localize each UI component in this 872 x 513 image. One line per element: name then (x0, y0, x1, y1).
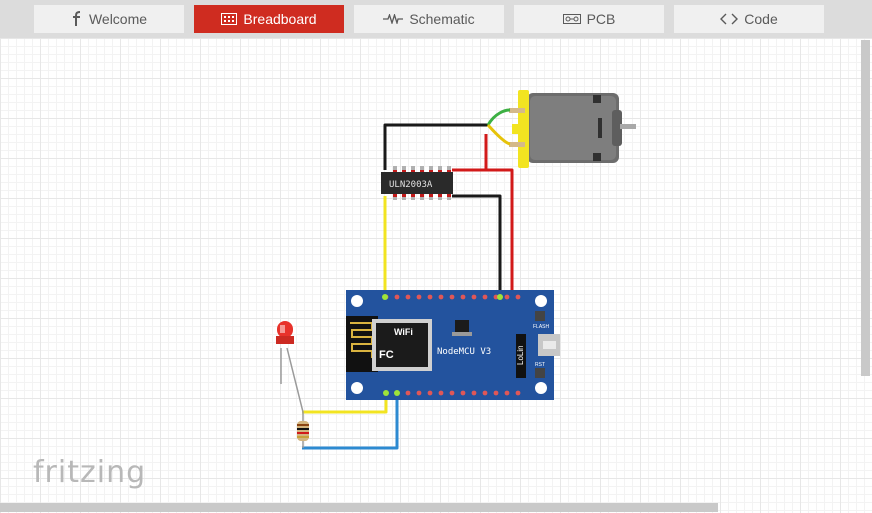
dc-motor[interactable] (509, 90, 636, 168)
flash-label: FLASH (533, 324, 550, 330)
breadboard-icon (221, 13, 238, 25)
tab-label: PCB (586, 11, 616, 27)
lolin-label: LoLin (516, 345, 525, 365)
vertical-scrollbar[interactable] (861, 40, 870, 376)
fcc-mark: FC (379, 349, 394, 361)
ic-label: ULN2003A (389, 180, 433, 190)
flash-button[interactable] (535, 311, 545, 321)
rst-button[interactable] (535, 368, 545, 378)
mcu-label: NodeMCU V3 (437, 347, 491, 357)
tab-welcome[interactable]: Welcome (34, 5, 184, 33)
resistor[interactable] (297, 412, 309, 448)
tab-pcb[interactable]: PCB (514, 5, 664, 33)
tab-label: Breadboard (243, 11, 317, 27)
fritzing-logo: fritzing (33, 455, 147, 490)
tab-breadboard[interactable]: Breadboard (194, 5, 344, 33)
code-icon (720, 13, 739, 25)
tab-label: Code (744, 11, 778, 27)
tab-code[interactable]: Code (674, 5, 824, 33)
breadboard-canvas[interactable] (0, 38, 872, 513)
schematic-icon (383, 14, 404, 24)
nodemcu-board[interactable]: WiFi FC NodeMCU V3 LoLin FLASH RST (346, 290, 560, 400)
tab-label: Schematic (409, 11, 475, 27)
tab-label: Welcome (88, 11, 148, 27)
pcb-icon (562, 14, 581, 24)
rst-label: RST (535, 362, 545, 368)
circuit-view: ULN2003A WiFi FC NodeMCU V3 LoLin FLASH … (276, 90, 636, 450)
tab-bar: Welcome Breadboard Schematic PCB Code (0, 0, 872, 38)
fritzing-f-icon (71, 11, 83, 27)
wires[interactable] (302, 108, 514, 450)
horizontal-scrollbar[interactable] (0, 503, 718, 512)
wifi-mark: WiFi (394, 327, 413, 337)
tab-schematic[interactable]: Schematic (354, 5, 504, 33)
red-led[interactable] (276, 321, 304, 413)
uln2003a-chip[interactable]: ULN2003A (381, 166, 453, 200)
